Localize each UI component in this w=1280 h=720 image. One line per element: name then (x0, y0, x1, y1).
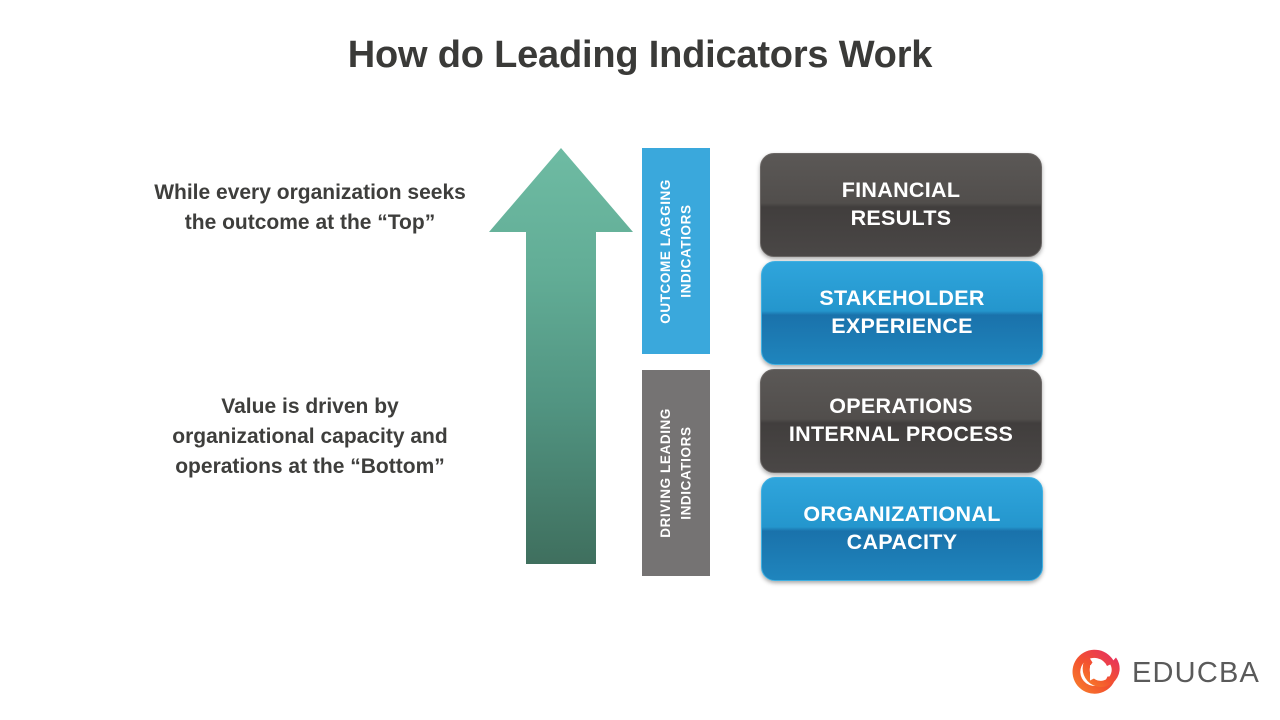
category-bar-outcome-lagging-label: OUTCOME LAGGING INDICATIORS (657, 178, 693, 324)
box-operations-internal-process[interactable]: OPERATIONS INTERNAL PROCESS (760, 369, 1042, 473)
upward-arrow-icon (489, 148, 633, 564)
category-bar-outcome-lagging[interactable]: OUTCOME LAGGING INDICATIORS (642, 148, 710, 354)
educba-logo-icon (1072, 649, 1120, 694)
box-stakeholder-experience[interactable]: STAKEHOLDER EXPERIENCE (761, 261, 1043, 365)
upward-arrow (486, 142, 636, 570)
category-bar-driving-leading[interactable]: DRIVING LEADING INDICATIORS (642, 370, 710, 576)
educba-logo[interactable]: EDUCBA (1066, 644, 1262, 702)
page-title: How do Leading Indicators Work (347, 34, 933, 76)
note-top-text: While every organization seeks the outco… (154, 181, 466, 234)
educba-wordmark: EDUCBA (1132, 656, 1261, 689)
category-bar-driving-leading-label: DRIVING LEADING INDICATIORS (657, 408, 693, 538)
box-organizational-capacity[interactable]: ORGANIZATIONAL CAPACITY (761, 477, 1043, 581)
note-bottom-text: Value is driven by organizational capaci… (172, 395, 448, 478)
box-financial-results[interactable]: FINANCIAL RESULTS (760, 153, 1042, 257)
